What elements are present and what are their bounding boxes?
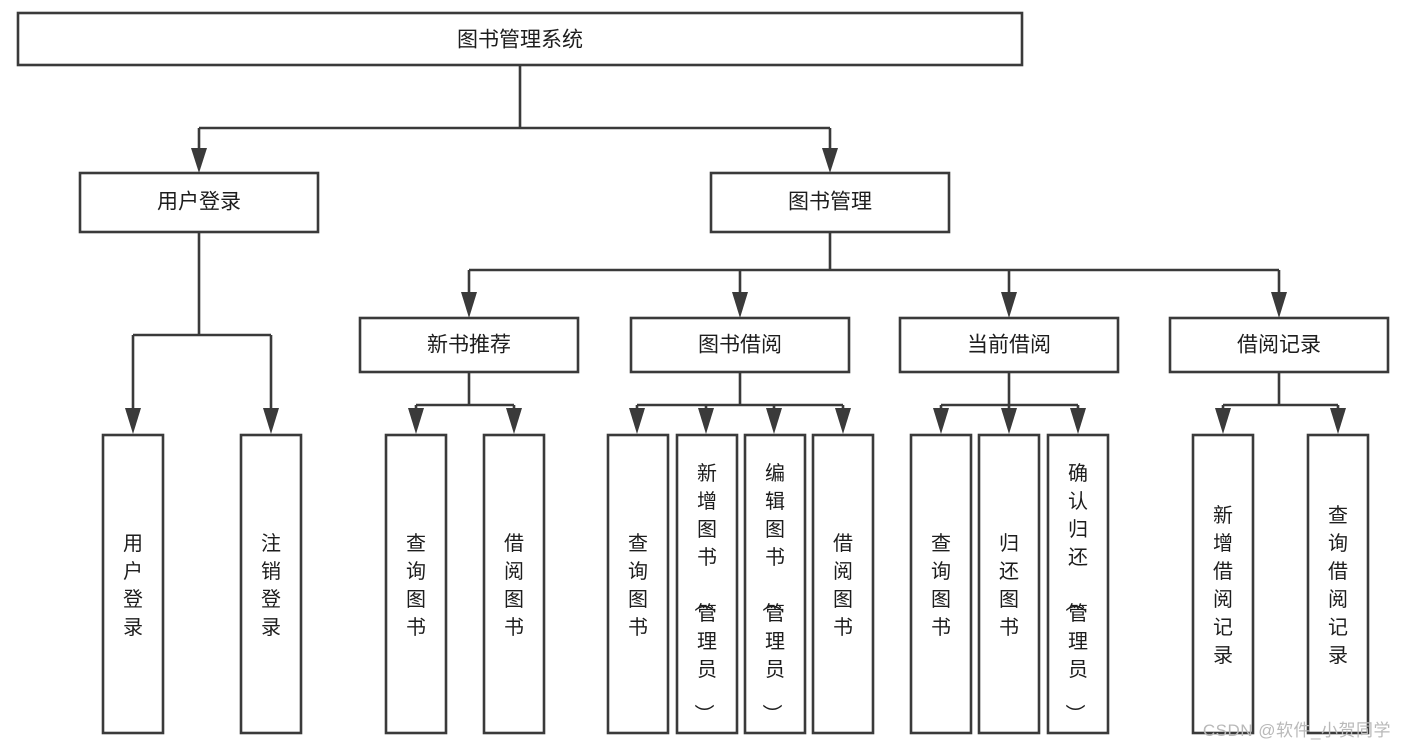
- node-borrow-record-label: 借阅记录: [1237, 334, 1321, 357]
- arrow-head-leaf-borrow-book-2: [835, 408, 851, 434]
- node-book-management-label: 图书管理: [788, 191, 872, 214]
- arrow-head-leaf-edit-book: [766, 408, 782, 434]
- node-leaf-user-logout-label: 注销登录: [261, 532, 281, 639]
- node-root[interactable]: 图书管理系统: [16, 11, 1024, 67]
- node-leaf-user-login-box[interactable]: [101, 433, 165, 735]
- node-root-label: 图书管理系统: [457, 29, 583, 52]
- node-current-borrow[interactable]: 当前借阅: [898, 316, 1120, 374]
- node-leaf-edit-book-box[interactable]: [743, 433, 807, 735]
- arrow-head-leaf-borrow-book-1: [506, 408, 522, 434]
- node-new-book-recommend[interactable]: 新书推荐: [358, 316, 580, 374]
- arrow-head-leaf-user-login: [125, 408, 141, 434]
- node-leaf-user-login-label: 用户登录: [123, 533, 143, 639]
- node-leaf-user-logout-box[interactable]: [239, 433, 303, 735]
- node-leaf-return-book-box[interactable]: [977, 433, 1041, 735]
- watermark-text: CSDN @软件_小贺同学: [1202, 721, 1391, 740]
- node-user-login-label: 用户登录: [157, 191, 241, 214]
- arrow-head-book-management: [822, 148, 838, 173]
- arrow-head-borrow-record: [1271, 292, 1287, 318]
- node-leaf-confirm-return[interactable]: 确认归还（管理员）: [1046, 433, 1110, 735]
- node-new-book-recommend-label: 新书推荐: [427, 334, 511, 357]
- node-leaf-add-book[interactable]: 新增图书（管理员）: [675, 433, 739, 735]
- node-leaf-return-book-label: 归还图书: [999, 532, 1019, 639]
- node-leaf-borrow-book-1-label: 借阅图书: [504, 532, 524, 639]
- node-leaf-user-logout[interactable]: 注销登录: [239, 433, 303, 735]
- node-borrow-record[interactable]: 借阅记录: [1168, 316, 1390, 374]
- node-user-login[interactable]: 用户登录: [78, 171, 320, 234]
- arrow-head-new-book-recommend: [461, 292, 477, 318]
- arrow-head-book-borrow: [732, 292, 748, 318]
- node-leaf-query-book-1-box[interactable]: [384, 433, 448, 735]
- node-leaf-query-book-2[interactable]: 查询图书: [606, 433, 670, 735]
- node-root-box[interactable]: [16, 11, 1024, 67]
- node-leaf-add-record-label: 新增借阅记录: [1213, 504, 1233, 667]
- node-leaf-query-record[interactable]: 查询借阅记录: [1306, 433, 1370, 735]
- arrow-head-leaf-query-book-1: [408, 408, 424, 434]
- node-leaf-add-record-box[interactable]: [1191, 433, 1255, 735]
- node-leaf-query-book-1[interactable]: 查询图书: [384, 433, 448, 735]
- node-current-borrow-box[interactable]: [898, 316, 1120, 374]
- node-leaf-borrow-book-2[interactable]: 借阅图书: [811, 433, 875, 735]
- node-book-borrow-box[interactable]: [629, 316, 851, 374]
- node-leaf-add-record[interactable]: 新增借阅记录: [1191, 433, 1255, 735]
- arrow-head-leaf-query-record: [1330, 408, 1346, 434]
- node-leaf-query-record-label: 查询借阅记录: [1328, 504, 1348, 667]
- node-new-book-recommend-box[interactable]: [358, 316, 580, 374]
- node-borrow-record-box[interactable]: [1168, 316, 1390, 374]
- node-book-borrow-label: 图书借阅: [698, 334, 782, 357]
- node-leaf-borrow-book-1[interactable]: 借阅图书: [482, 433, 546, 735]
- arrow-head-current-borrow: [1001, 292, 1017, 318]
- node-leaf-add-book-label: 新增图书（管理员）: [692, 462, 717, 724]
- node-leaf-query-book-2-box[interactable]: [606, 433, 670, 735]
- node-leaf-confirm-return-label: 确认归还（管理员）: [1063, 462, 1088, 724]
- arrow-head-leaf-add-book: [698, 408, 714, 434]
- node-leaf-query-record-box[interactable]: [1306, 433, 1370, 735]
- node-user-login-box[interactable]: [78, 171, 320, 234]
- node-current-borrow-label: 当前借阅: [967, 334, 1051, 357]
- node-leaf-edit-book[interactable]: 编辑图书（管理员）: [743, 433, 807, 735]
- arrow-head-leaf-query-book-3: [933, 408, 949, 434]
- node-leaf-borrow-book-2-box[interactable]: [811, 433, 875, 735]
- arrow-head-leaf-confirm-return: [1070, 408, 1086, 434]
- arrow-head-leaf-query-book-2: [629, 408, 645, 434]
- node-leaf-edit-book-label: 编辑图书（管理员）: [760, 462, 785, 724]
- node-leaf-query-book-2-label: 查询图书: [628, 532, 648, 639]
- node-leaf-confirm-return-box[interactable]: [1046, 433, 1110, 735]
- arrow-head-leaf-user-logout: [263, 408, 279, 434]
- node-leaf-query-book-3[interactable]: 查询图书: [909, 433, 973, 735]
- node-leaf-user-login[interactable]: 用户登录: [101, 433, 165, 735]
- node-leaf-query-book-3-box[interactable]: [909, 433, 973, 735]
- connector-layer: [125, 65, 1346, 434]
- arrow-head-leaf-return-book: [1001, 408, 1017, 434]
- node-leaf-borrow-book-2-label: 借阅图书: [833, 532, 853, 639]
- node-leaf-return-book[interactable]: 归还图书: [977, 433, 1041, 735]
- node-book-borrow[interactable]: 图书借阅: [629, 316, 851, 374]
- node-book-management-box[interactable]: [709, 171, 951, 234]
- node-leaf-add-book-box[interactable]: [675, 433, 739, 735]
- node-leaf-query-book-3-label: 查询图书: [931, 532, 951, 639]
- node-leaf-borrow-book-1-box[interactable]: [482, 433, 546, 735]
- arrow-head-user-login: [191, 148, 207, 173]
- node-leaf-query-book-1-label: 查询图书: [406, 532, 426, 639]
- node-book-management[interactable]: 图书管理: [709, 171, 951, 234]
- arrow-head-leaf-add-record: [1215, 408, 1231, 434]
